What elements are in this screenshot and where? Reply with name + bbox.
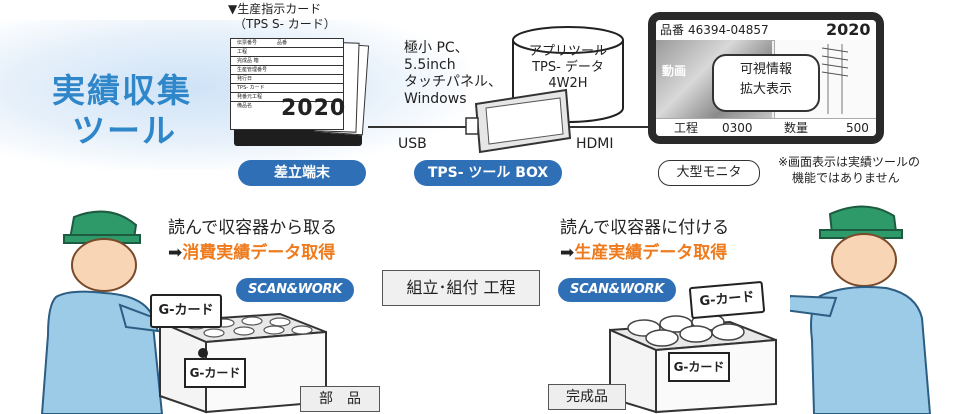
card-row-8: 発番元工程 (231, 93, 343, 102)
monitor-part-no: 46394-04857 (688, 23, 769, 37)
card-caption-line1: ▼生産指示カード (228, 2, 322, 16)
worker-left-illustration (40, 210, 164, 414)
card-caption-line2: （TPS S- カード） (234, 17, 336, 31)
g-card-left-hand: G-カード (150, 294, 222, 328)
finished-goods-label: 完成品 (548, 384, 626, 410)
monitor-qty-value: 500 (846, 121, 869, 135)
tool-title-line1: 実績収集 (52, 71, 192, 110)
left-flow-highlight: 消費実績データ取得 (182, 243, 336, 263)
worker-right-illustration (790, 205, 932, 414)
drawing-spring-icon (821, 44, 849, 114)
right-flow-line2: ➡生産実績データ取得 (560, 238, 727, 263)
monitor-year: 2020 (826, 20, 871, 39)
monitor-video-label: 動画 (662, 64, 687, 78)
zoom-text-1: 可視情報 (739, 62, 792, 77)
pc-specs: 極小 PC、 5.5inch タッチパネル、 Windows (404, 40, 502, 108)
right-flow-line1: 読んで収容器に付ける (560, 218, 730, 238)
card-row-2: 品番 (277, 40, 288, 46)
g-card-right-bin: G-カード (668, 352, 730, 382)
terminal-label: 差立端末 (238, 160, 366, 186)
left-arrow-icon: ➡ (168, 243, 183, 263)
pc-spec-1: 極小 PC、 (404, 40, 469, 56)
parts-bin (159, 312, 327, 414)
note: ※画面表示は実績ツールの 機能ではありません (778, 154, 920, 186)
card-row-4: 完成品 箱 (231, 57, 343, 66)
process-center: 組立･組付 工程 (382, 270, 540, 306)
card-row-9: 備品名 (237, 103, 253, 109)
parts-label: 部 品 (300, 386, 380, 412)
card-row-1: 伝票番号 (237, 40, 258, 46)
tool-box-label: TPS- ツール BOX (414, 160, 562, 186)
monitor-label: 大型モニタ (658, 160, 760, 186)
card-row-6: 発行日 (231, 75, 343, 84)
g-card-right-hand: G-カード (688, 280, 766, 320)
monitor-qty-label: 数量 (784, 121, 809, 135)
g-card-left-bin: G-カード (184, 358, 246, 388)
pc-spec-2: 5.5inch (404, 57, 456, 73)
scan-work-left: SCAN&WORK (236, 278, 354, 302)
database-label: アプリツール TPS- データ 4W2H (512, 44, 624, 92)
card-row-3: 工程 (231, 48, 343, 57)
pc-spec-3: タッチパネル、 (404, 74, 502, 90)
pc-spec-4: Windows (404, 91, 467, 107)
monitor-screen: 品番 46394-04857 2020 動画 可視情報 拡大表示 工程 0300… (656, 20, 876, 136)
card-counter: 2020 (281, 96, 347, 121)
left-flow-line1: 読んで収容器から取る (168, 218, 338, 238)
db-label-2: TPS- データ (532, 60, 604, 75)
tool-title-line2: ツール (72, 111, 177, 150)
note-line-1: ※画面表示は実績ツールの (778, 155, 921, 169)
card-row-5: 生産管理番号 (231, 66, 343, 75)
monitor-process-label: 工程 (674, 121, 699, 135)
tps-s-card: 伝票番号 品番 工程 完成品 箱 生産管理番号 発行日 TPS- カード 発番元… (230, 38, 347, 130)
monitor-process-value: 0300 (722, 121, 753, 135)
left-flow-line2: ➡消費実績データ取得 (168, 238, 335, 263)
zoom-bubble: 可視情報 拡大表示 (712, 54, 820, 112)
monitor-part-label: 品番 (660, 23, 685, 37)
terminal-device: 伝票番号 品番 工程 完成品 箱 生産管理番号 発行日 TPS- カード 発番元… (228, 36, 370, 146)
large-monitor: 品番 46394-04857 2020 動画 可視情報 拡大表示 工程 0300… (648, 12, 884, 144)
db-label-3: 4W2H (548, 76, 588, 91)
zoom-text-2: 拡大表示 (739, 82, 792, 97)
tps-tool-box (465, 88, 572, 154)
hdmi-label: HDMI (576, 136, 614, 152)
card-row-7: TPS- カード (231, 84, 343, 93)
db-label-1: アプリツール (528, 44, 607, 59)
right-arrow-icon: ➡ (560, 243, 575, 263)
left-drop-dot (198, 348, 208, 358)
right-flow-highlight: 生産実績データ取得 (574, 243, 728, 263)
scan-work-right: SCAN&WORK (558, 278, 676, 302)
note-line-2: 機能ではありません (792, 171, 900, 185)
usb-label: USB (398, 136, 427, 152)
